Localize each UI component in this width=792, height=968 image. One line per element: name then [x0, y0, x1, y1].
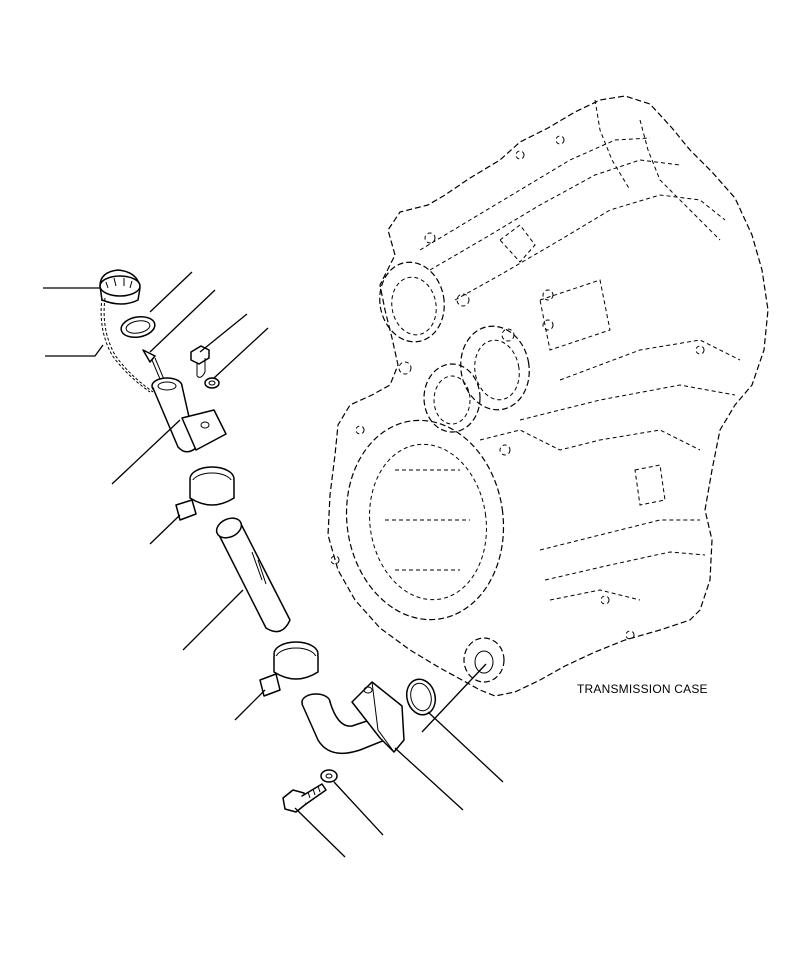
hose — [215, 517, 291, 633]
hose-clamp-upper — [175, 466, 235, 521]
leader-flange — [421, 663, 487, 733]
transmission-case — [327, 95, 769, 697]
leader-lines — [43, 271, 504, 858]
bolt-upper — [190, 345, 210, 378]
filler-cap — [99, 269, 141, 305]
leader-filler-pipe — [111, 419, 181, 485]
leader-bolt-upper — [199, 313, 248, 353]
elbow-pipe — [301, 681, 405, 755]
hose-clamp-lower — [259, 641, 319, 697]
filler-pipe — [151, 377, 227, 453]
washer-lower — [320, 769, 338, 783]
leader-o-ring-lower — [427, 711, 504, 783]
o-ring-upper — [120, 315, 156, 339]
leader-washer-lower — [333, 781, 384, 836]
leader-clamp-lower — [234, 689, 266, 721]
transmission-case-label: TRANSMISSION CASE — [577, 682, 708, 696]
cap-chain — [100, 297, 154, 393]
leader-o-ring-upper — [149, 271, 193, 313]
leader-washer-upper — [213, 327, 269, 379]
leader-hose — [182, 589, 244, 651]
leader-chain — [45, 344, 104, 357]
leader-clamp-upper — [149, 514, 181, 545]
o-ring-lower — [405, 678, 437, 716]
leader-elbow — [394, 747, 464, 811]
leader-dipstick — [149, 289, 216, 353]
leader-bolt-lower — [294, 807, 346, 858]
washer-upper — [204, 377, 220, 389]
bolt-lower — [282, 783, 327, 813]
